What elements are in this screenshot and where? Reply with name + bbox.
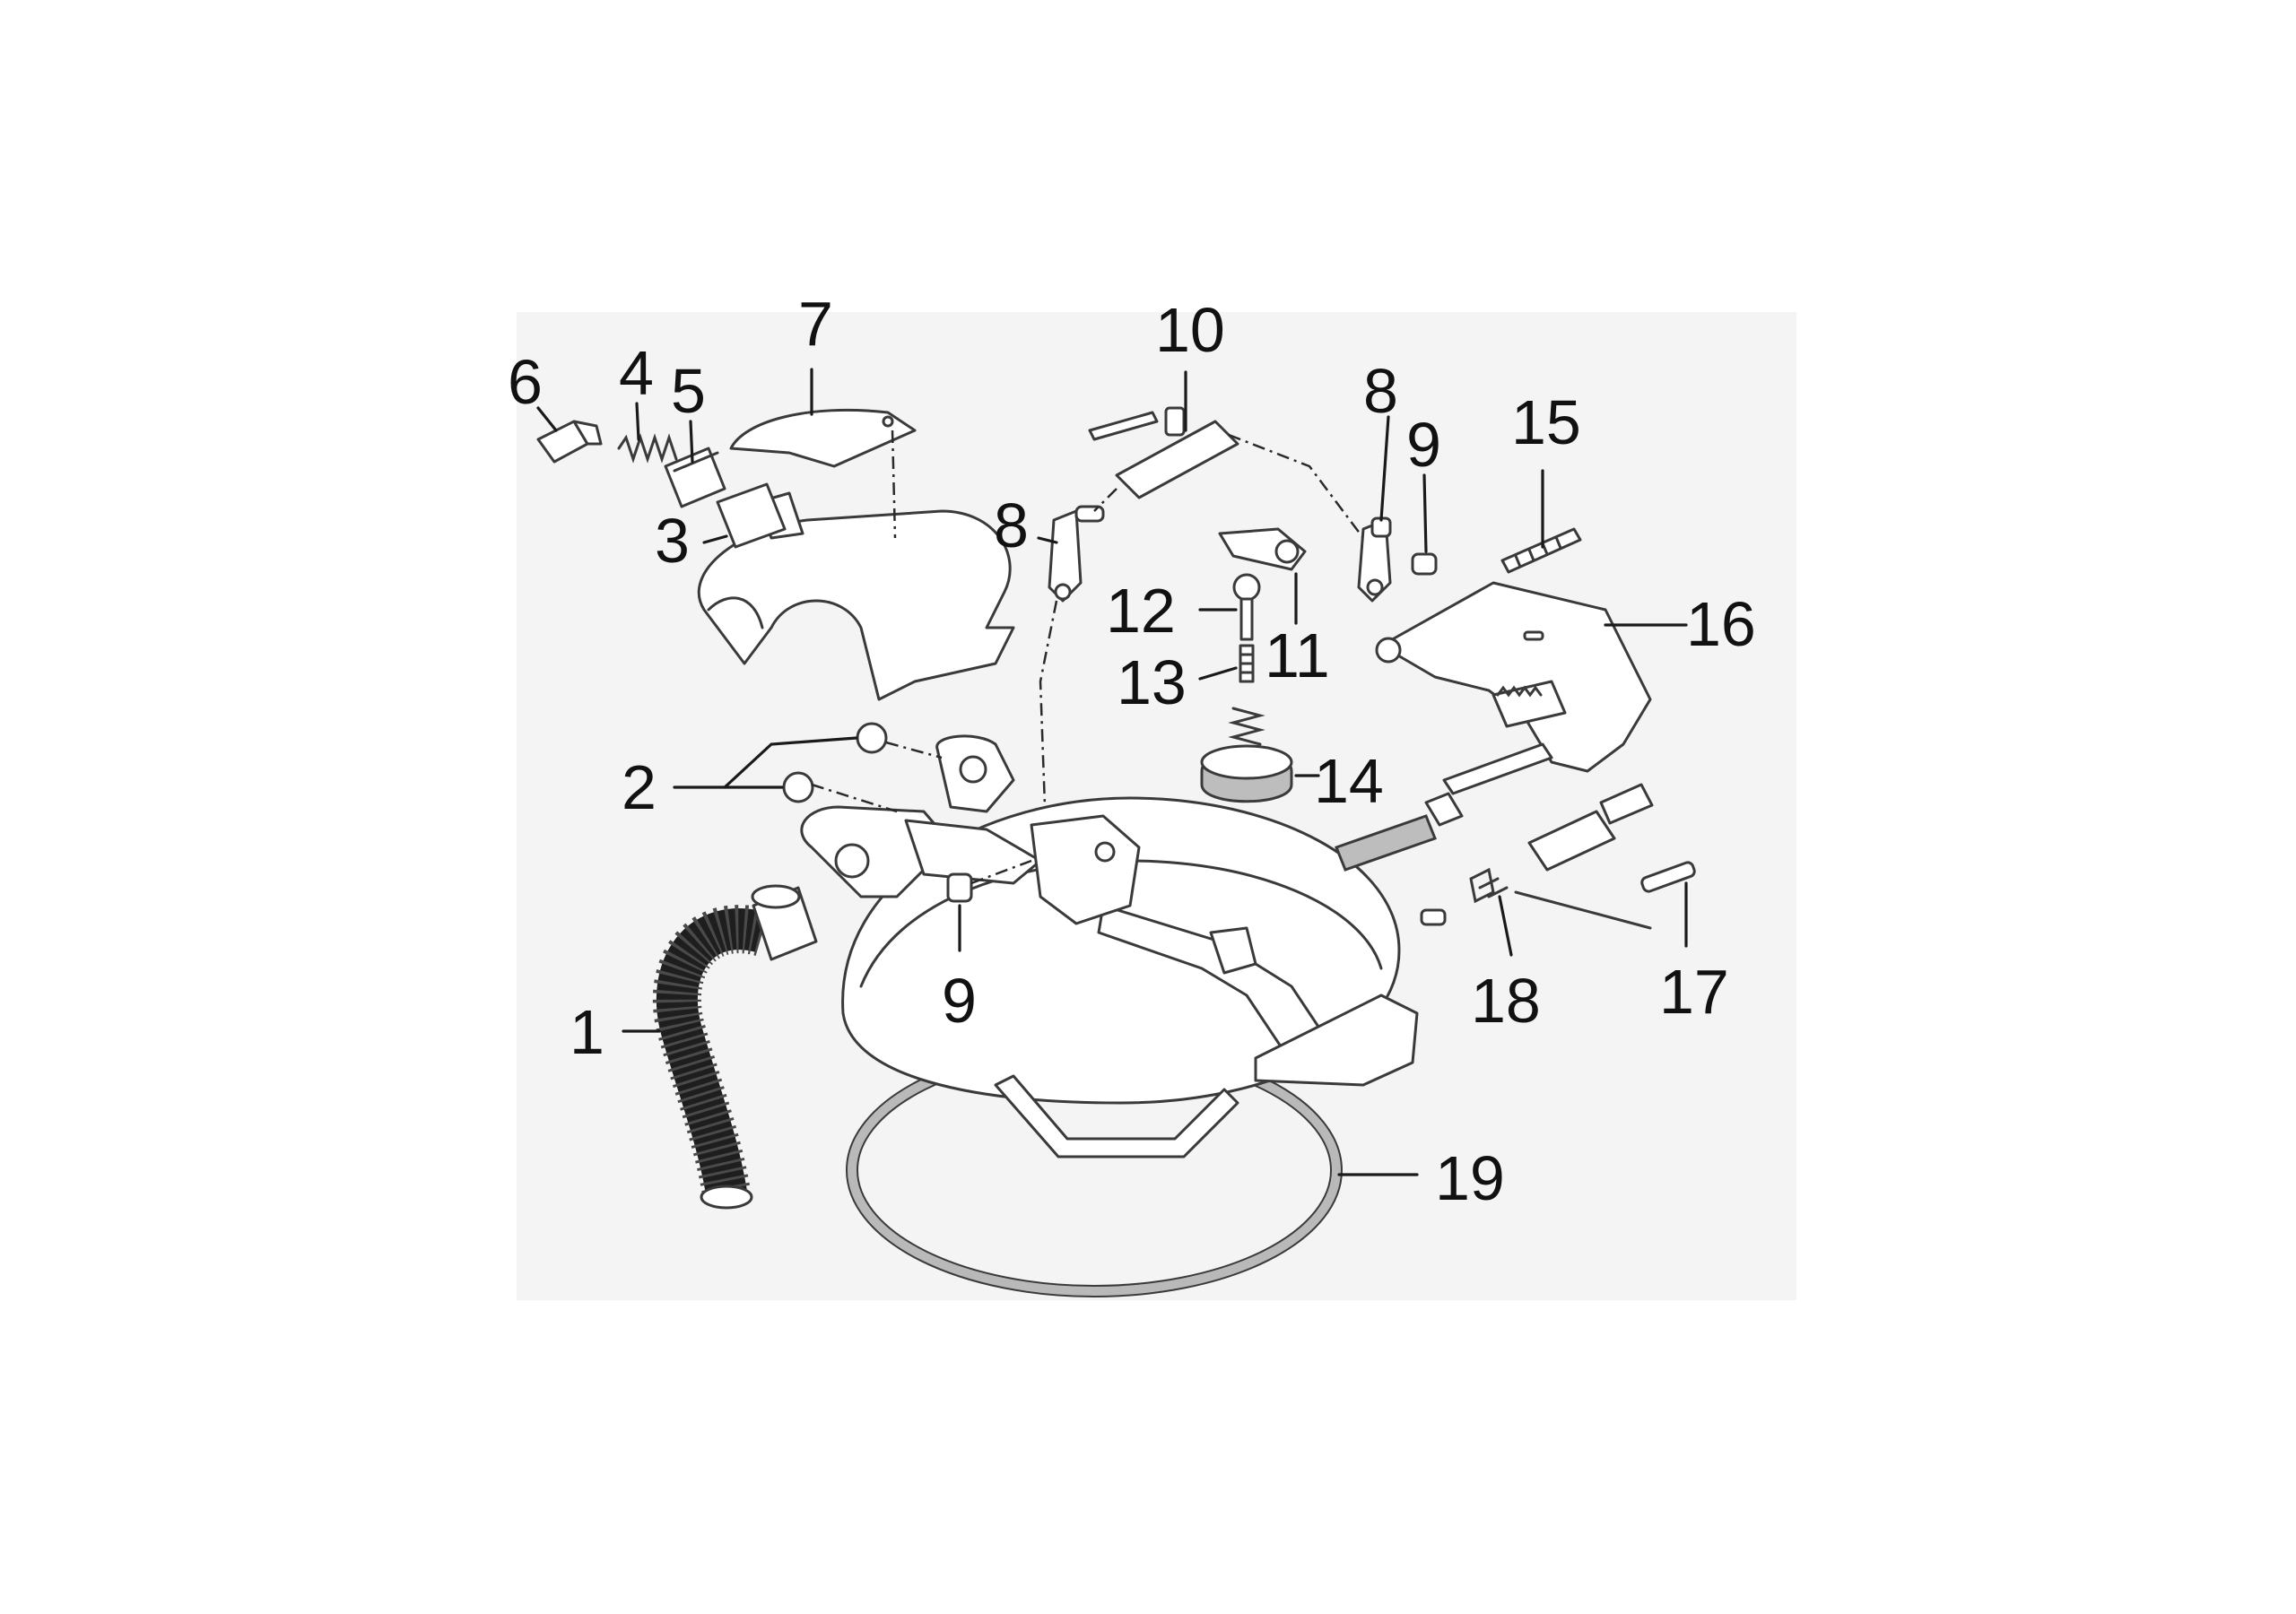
callout-12: 12 [1106, 576, 1176, 646]
callout-7: 7 [798, 289, 833, 359]
part-17-pin [1640, 861, 1696, 893]
part-16-pedal-body [1375, 581, 1652, 773]
part-5-sleeve [664, 447, 726, 508]
part-16-pedal-shaft [1335, 742, 1553, 872]
part-12-eyebolt [1232, 573, 1261, 641]
part-1-hose [652, 905, 770, 1210]
part-spring-14 [1228, 707, 1265, 746]
part-10-shaft-block [1088, 406, 1364, 539]
callout-15: 15 [1511, 387, 1581, 457]
part-13-rod [1239, 644, 1255, 683]
callout-5: 5 [671, 356, 706, 426]
leader-lines [536, 368, 1688, 1176]
callout-1: 1 [570, 997, 604, 1067]
part-2-bushings [782, 722, 943, 813]
callout-13: 13 [1117, 647, 1187, 717]
part-18-spring [1420, 783, 1654, 930]
part-11-bracket [1218, 527, 1307, 571]
part-7-plate [729, 408, 917, 539]
part-6-fitting [536, 420, 603, 464]
part-8-link-left [1039, 505, 1105, 808]
part-sleeve [751, 884, 818, 961]
part-15-rod [1500, 527, 1582, 574]
part-4-spring [617, 433, 678, 464]
callout-19: 19 [1435, 1143, 1505, 1213]
callout-9-right: 9 [1406, 410, 1441, 480]
callout-18: 18 [1471, 966, 1541, 1036]
part-9-pin-left [946, 859, 1032, 903]
part-8-link-right [1357, 516, 1392, 603]
callout-8-right: 8 [1363, 356, 1398, 426]
callout-10: 10 [1155, 295, 1225, 365]
part-cylinder [716, 482, 787, 549]
part-9-pin-right [1411, 552, 1438, 576]
part-14-pad [1200, 744, 1293, 803]
callout-3: 3 [655, 506, 690, 576]
callout-11: 11 [1265, 620, 1330, 690]
callout-labels: 1 2 3 4 5 6 7 8 8 9 9 10 11 12 13 14 15 … [508, 289, 1756, 1213]
callout-6: 6 [508, 347, 543, 417]
callout-14: 14 [1314, 746, 1384, 816]
part-hinge-yoke [800, 734, 1141, 925]
callout-4: 4 [619, 338, 654, 408]
callout-8-left: 8 [994, 490, 1029, 560]
callout-9-left: 9 [942, 966, 977, 1036]
callout-2: 2 [622, 752, 657, 822]
callout-17: 17 [1659, 957, 1729, 1027]
callout-16: 16 [1686, 589, 1756, 659]
